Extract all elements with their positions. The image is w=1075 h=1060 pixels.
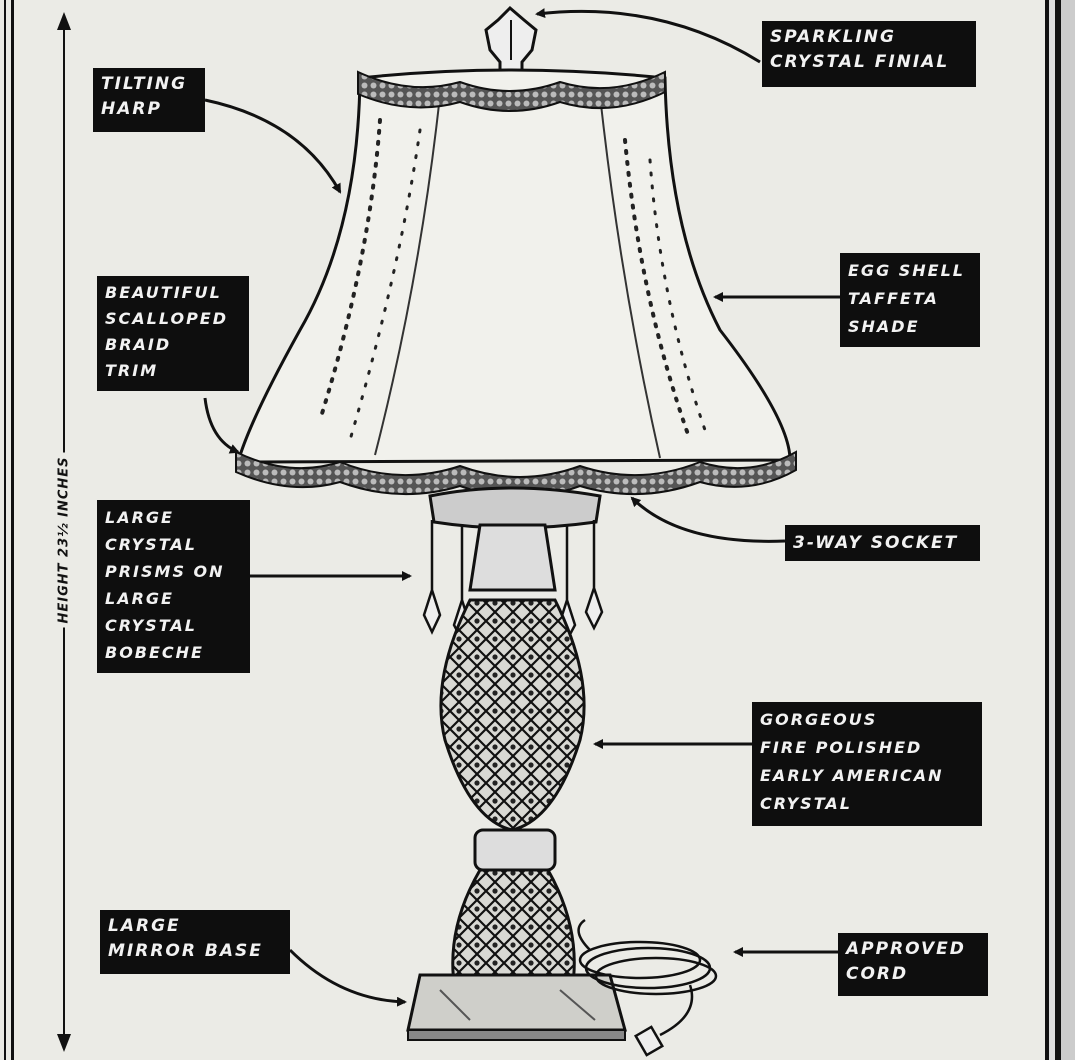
crystal-column-drawing (441, 600, 584, 990)
label-prisms: LARGE CRYSTAL PRISMS ON LARGE CRYSTAL BO… (97, 500, 250, 673)
label-shade: EGG SHELL TAFFETA SHADE (840, 253, 980, 347)
label-cord: APPROVED CORD (838, 933, 988, 996)
height-label: HEIGHT 23½ INCHES (57, 453, 72, 628)
label-crystal: GORGEOUS FIRE POLISHED EARLY AMERICAN CR… (752, 702, 982, 826)
label-finial: SPARKLING CRYSTAL FINIAL (762, 21, 976, 87)
label-base: LARGE MIRROR BASE (100, 910, 290, 974)
label-braid: BEAUTIFUL SCALLOPED BRAID TRIM (97, 276, 249, 391)
label-harp: TILTING HARP (93, 68, 205, 132)
mirror-base-drawing (408, 975, 625, 1040)
label-socket: 3-WAY SOCKET (785, 525, 980, 561)
shade-drawing (236, 70, 796, 497)
